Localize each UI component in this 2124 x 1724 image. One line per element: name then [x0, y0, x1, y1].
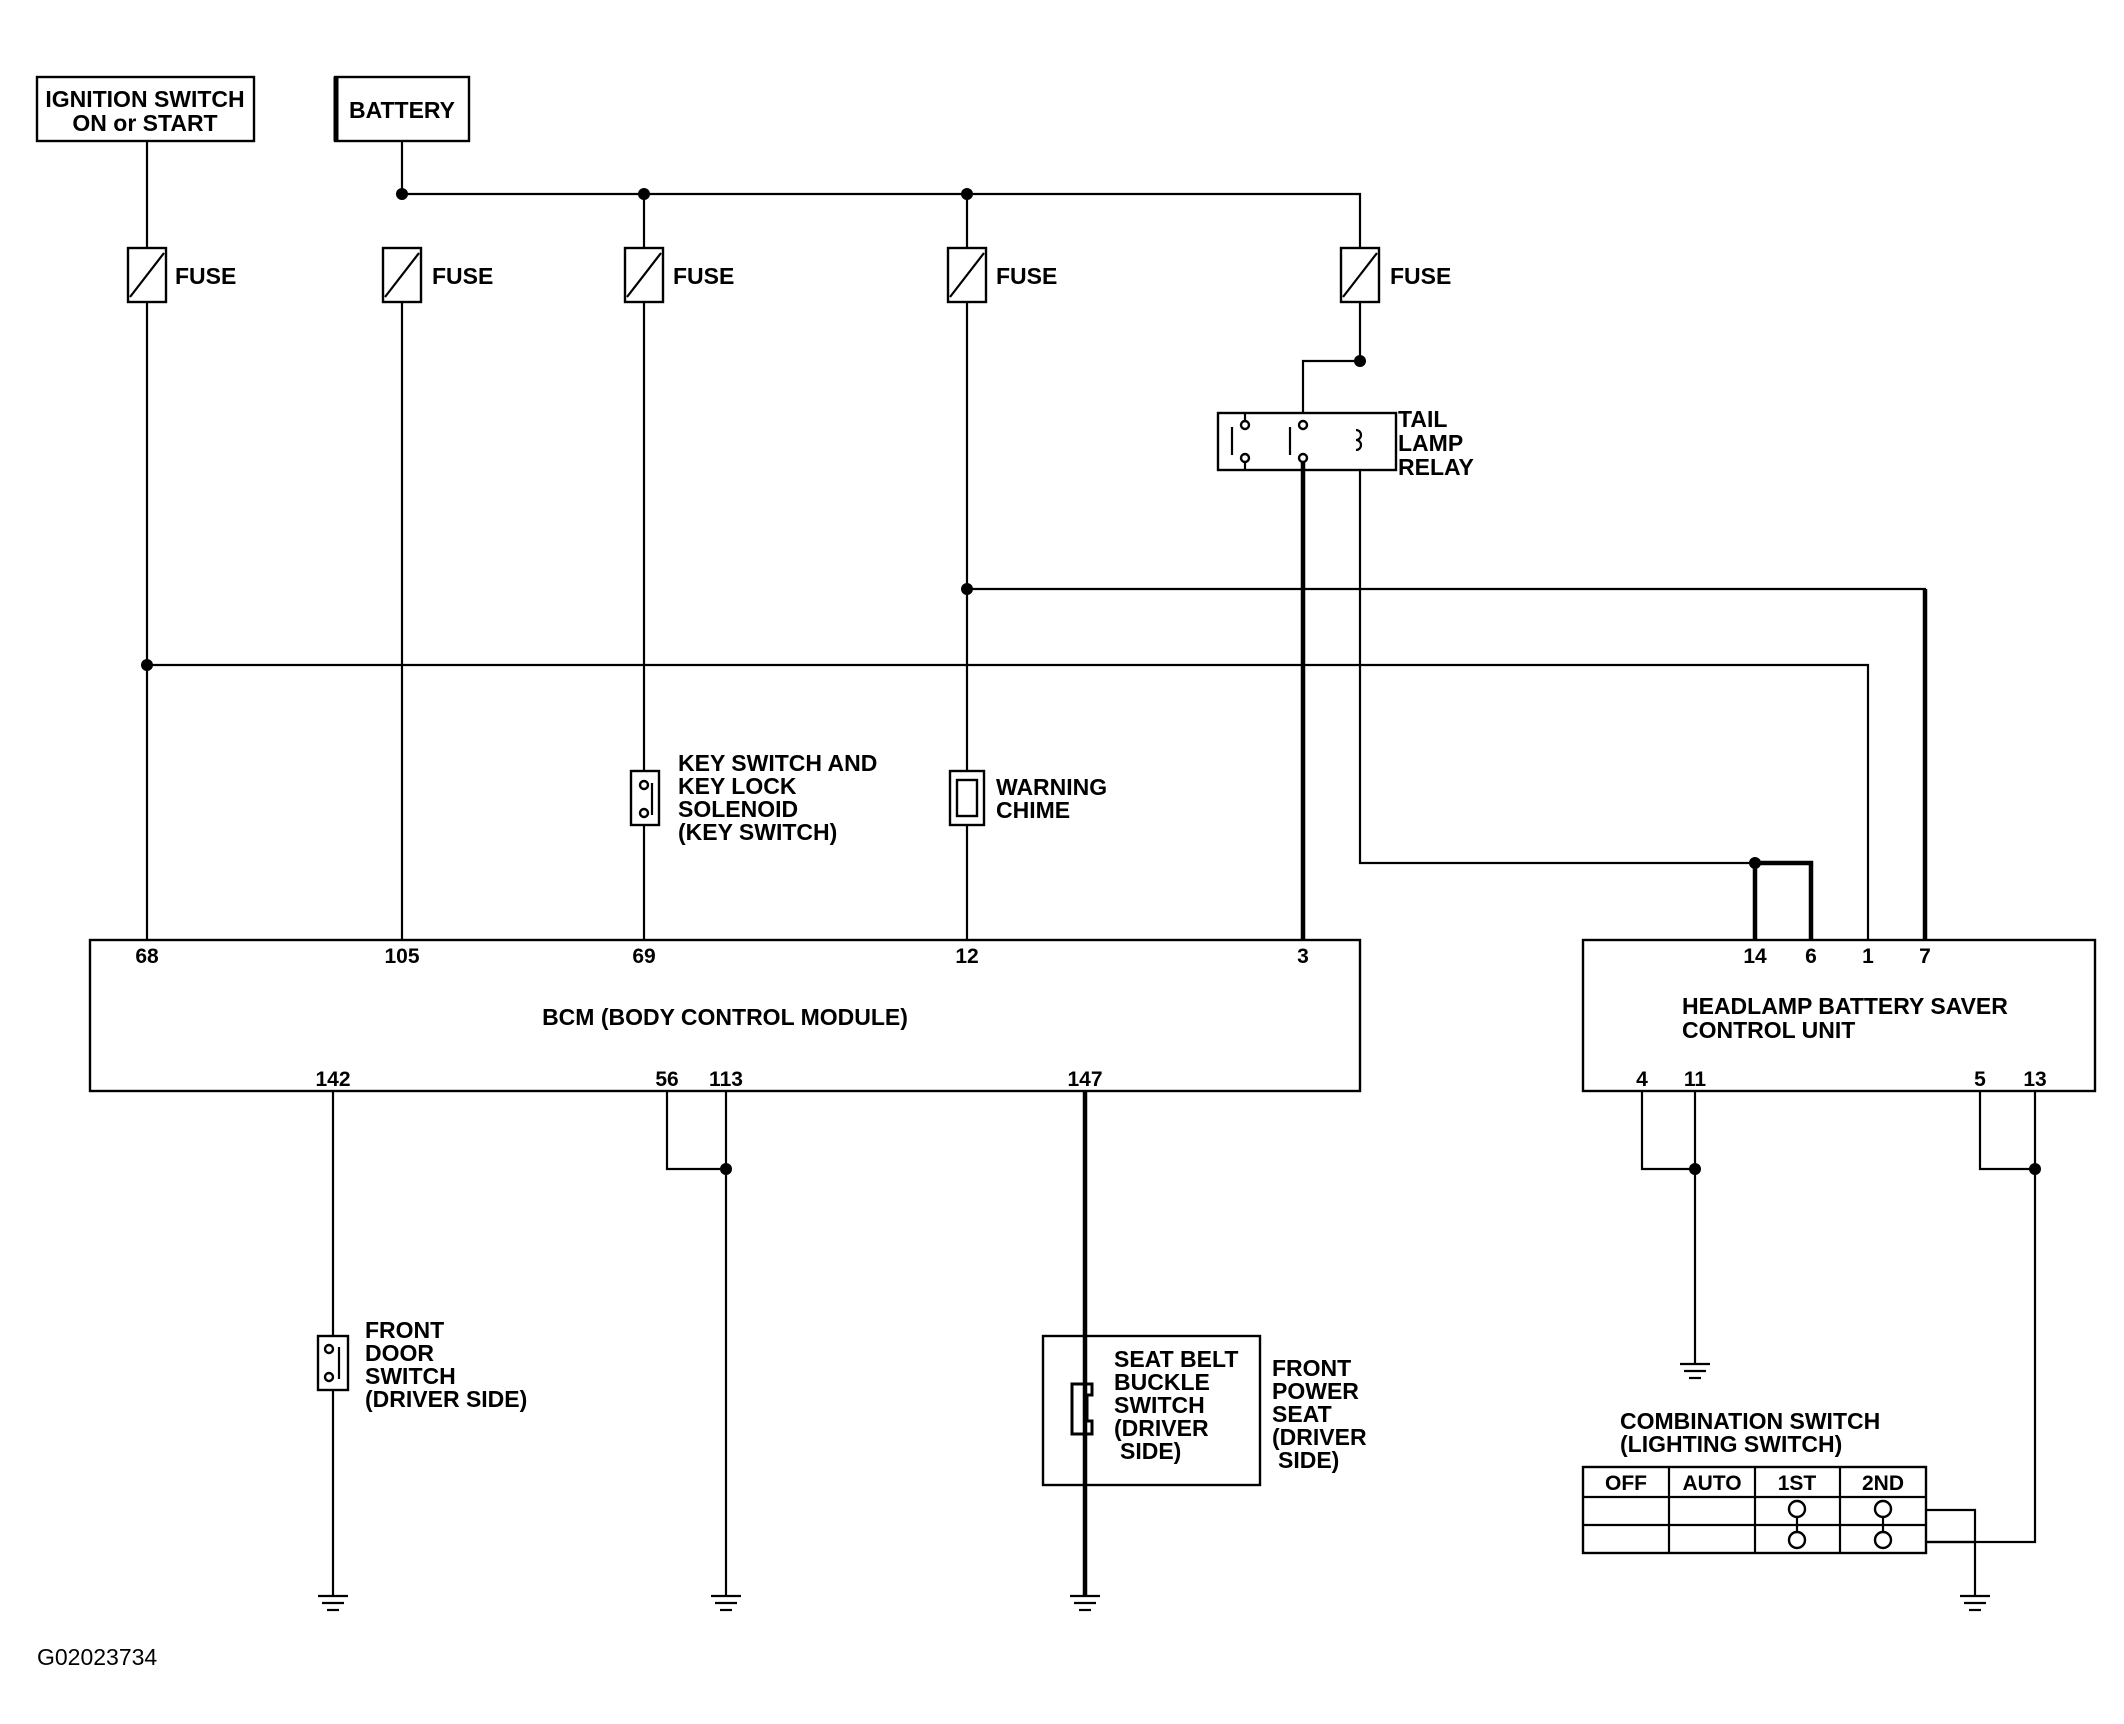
svg-text:1: 1: [1862, 945, 1874, 968]
svg-text:14: 14: [1743, 945, 1767, 968]
svg-text:KEY SWITCH AND: KEY SWITCH AND: [678, 750, 877, 776]
svg-text:KEY LOCK: KEY LOCK: [678, 773, 797, 799]
wire-hbs-7: [967, 587, 1927, 940]
svg-text:11: 11: [1684, 1068, 1707, 1091]
svg-text:4: 4: [1636, 1068, 1648, 1091]
junction-dot: [720, 1163, 732, 1175]
svg-text:FUSE: FUSE: [175, 263, 236, 289]
fuse-2: FUSE: [381, 246, 493, 304]
svg-text:BCM (BODY CONTROL MODULE): BCM (BODY CONTROL MODULE): [542, 1004, 908, 1030]
key-switch-symbol: KEY SWITCH AND KEY LOCK SOLENOID (KEY SW…: [629, 750, 877, 845]
junction-dot: [1689, 1163, 1701, 1175]
svg-text:FUSE: FUSE: [996, 263, 1057, 289]
svg-text:1ST: 1ST: [1778, 1472, 1817, 1495]
fuse-5: FUSE: [1339, 246, 1451, 304]
svg-text:FUSE: FUSE: [1390, 263, 1451, 289]
svg-text:68: 68: [135, 945, 159, 968]
fuse-3: FUSE: [623, 246, 734, 304]
svg-text:OFF: OFF: [1605, 1472, 1647, 1495]
ground-symbol: [1680, 1362, 1710, 1380]
svg-text:SWITCH: SWITCH: [365, 1363, 456, 1389]
tail-lamp-relay: TAIL LAMP RELAY: [1216, 406, 1474, 480]
svg-text:142: 142: [315, 1068, 350, 1091]
svg-text:69: 69: [632, 945, 655, 968]
svg-text:CHIME: CHIME: [996, 797, 1070, 823]
svg-text:ON or START: ON or START: [72, 110, 217, 136]
svg-text:(LIGHTING SWITCH): (LIGHTING SWITCH): [1620, 1431, 1842, 1457]
power-seat-label: FRONT POWER SEAT (DRIVER SIDE): [1272, 1355, 1367, 1473]
svg-text:(DRIVER: (DRIVER: [1272, 1424, 1367, 1450]
headlamp-battery-saver-unit: 14 6 1 7 HEADLAMP BATTERY SAVER CONTROL …: [1581, 938, 2097, 1093]
svg-text:CONTROL UNIT: CONTROL UNIT: [1682, 1017, 1855, 1043]
svg-text:SEAT BELT: SEAT BELT: [1114, 1346, 1238, 1372]
svg-text:56: 56: [655, 1068, 678, 1091]
svg-text:POWER: POWER: [1272, 1378, 1359, 1404]
svg-text:AUTO: AUTO: [1682, 1472, 1741, 1495]
wire-hbs-1: [147, 663, 1870, 940]
warning-chime-symbol: WARNING CHIME: [948, 769, 1107, 827]
ignition-switch-box: IGNITION SWITCH ON or START: [35, 75, 256, 143]
ground-symbol: [318, 1594, 348, 1612]
svg-text:FRONT: FRONT: [1272, 1355, 1351, 1381]
wire-hbs-5: [1978, 1091, 2035, 1171]
svg-text:SWITCH: SWITCH: [1114, 1392, 1205, 1418]
svg-text:BUCKLE: BUCKLE: [1114, 1369, 1210, 1395]
svg-text:RELAY: RELAY: [1398, 454, 1474, 480]
svg-text:SIDE): SIDE): [1278, 1447, 1339, 1473]
junction-dot: [2029, 1163, 2041, 1175]
svg-text:FUSE: FUSE: [432, 263, 493, 289]
svg-text:FUSE: FUSE: [673, 263, 734, 289]
svg-text:12: 12: [955, 945, 978, 968]
svg-text:COMBINATION SWITCH: COMBINATION SWITCH: [1620, 1408, 1880, 1434]
battery-box: BATTERY: [333, 75, 471, 143]
svg-text:3: 3: [1297, 945, 1309, 968]
fuse-4: FUSE: [946, 246, 1057, 304]
svg-text:13: 13: [2023, 1068, 2046, 1091]
battery-bus-wire: [400, 141, 1362, 250]
svg-text:5: 5: [1974, 1068, 1986, 1091]
svg-text:TAIL: TAIL: [1398, 406, 1447, 432]
svg-text:WARNING: WARNING: [996, 774, 1107, 800]
svg-text:SEAT: SEAT: [1272, 1401, 1332, 1427]
svg-text:HEADLAMP BATTERY SAVER: HEADLAMP BATTERY SAVER: [1682, 993, 2008, 1019]
front-door-switch: FRONT DOOR SWITCH (DRIVER SIDE): [316, 1317, 527, 1412]
svg-text:6: 6: [1805, 945, 1817, 968]
seat-belt-buckle-switch: SEAT BELT BUCKLE SWITCH (DRIVER SIDE): [1041, 1334, 1262, 1487]
junction-dot: [396, 188, 408, 200]
ground-symbol: [1960, 1594, 1990, 1612]
ground-symbol: [1070, 1594, 1100, 1612]
figure-id: G02023734: [37, 1644, 157, 1670]
svg-text:FRONT: FRONT: [365, 1317, 444, 1343]
svg-text:147: 147: [1067, 1068, 1102, 1091]
ground-symbol: [711, 1594, 741, 1612]
svg-text:SOLENOID: SOLENOID: [678, 796, 798, 822]
svg-text:(DRIVER SIDE): (DRIVER SIDE): [365, 1386, 527, 1412]
wire-hbs-4: [1640, 1091, 1695, 1171]
svg-text:113: 113: [709, 1068, 743, 1091]
svg-text:(DRIVER: (DRIVER: [1114, 1415, 1209, 1441]
svg-text:105: 105: [384, 945, 419, 968]
svg-text:7: 7: [1919, 945, 1931, 968]
svg-text:BATTERY: BATTERY: [349, 97, 455, 123]
svg-text:LAMP: LAMP: [1398, 430, 1463, 456]
svg-text:DOOR: DOOR: [365, 1340, 434, 1366]
svg-text:(KEY SWITCH): (KEY SWITCH): [678, 819, 837, 845]
svg-text:IGNITION SWITCH: IGNITION SWITCH: [45, 86, 244, 112]
wire-bcm-56: [665, 1091, 726, 1171]
svg-text:2ND: 2ND: [1862, 1472, 1904, 1495]
wire-hbs-6: [1358, 470, 1757, 940]
bcm-module: 68 105 69 12 3 BCM (BODY CONTROL MODULE)…: [88, 938, 1362, 1093]
svg-text:SIDE): SIDE): [1120, 1438, 1181, 1464]
fuse-1: FUSE: [126, 141, 236, 304]
combination-switch: COMBINATION SWITCH (LIGHTING SWITCH) OFF…: [1581, 1408, 1977, 1596]
